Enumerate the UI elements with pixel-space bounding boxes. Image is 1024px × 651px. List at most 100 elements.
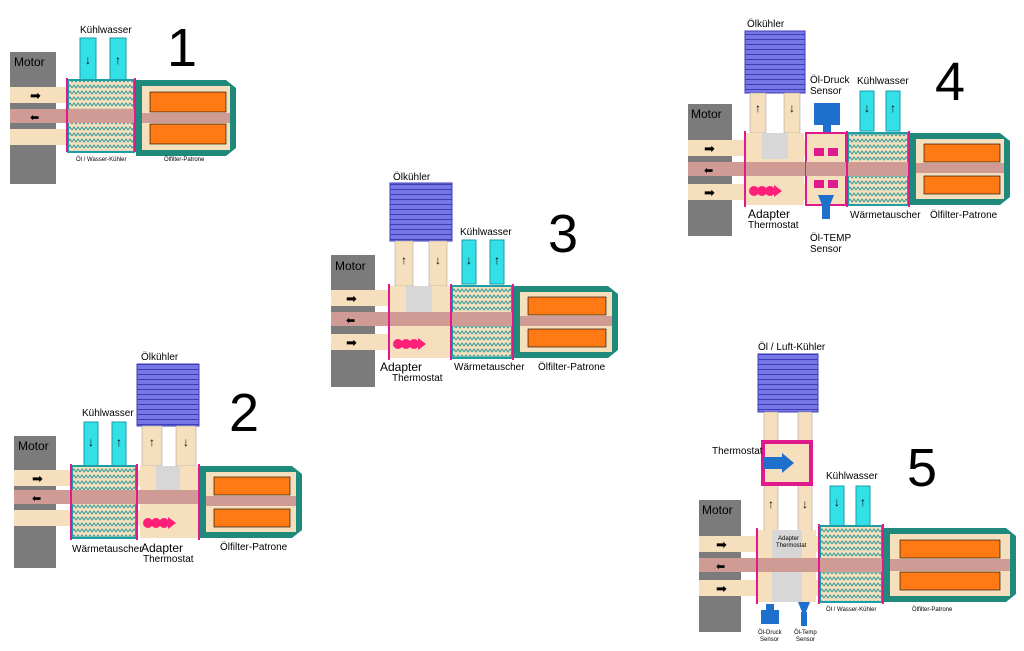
sensor-adapter bbox=[805, 132, 847, 206]
sensor-icon bbox=[798, 602, 810, 612]
thermostat-label: Thermostat bbox=[143, 554, 194, 565]
coolant-pipes: ↓ ↑ Kühlwasser bbox=[460, 227, 512, 285]
diagram-2: 2 Motor ↓ ↑ Kühlwasser ↑ ↓ Ölkühler ➡ ⬅ bbox=[14, 351, 302, 568]
thermostat-icon bbox=[143, 517, 176, 529]
coolant-pipes: ↓ ↑ Kühlwasser bbox=[82, 408, 134, 467]
diagram-number: 5 bbox=[907, 438, 937, 498]
diagram-1: 1 Motor ↓ ↑ Kühlwasser ➡ ⬅ Öl / Wasser-K… bbox=[10, 18, 236, 184]
arrow-icon: ➡ bbox=[346, 335, 357, 350]
diagram-number: 1 bbox=[167, 18, 197, 78]
cooler-label: Ölkühler bbox=[747, 18, 785, 30]
temp-sensor-label: Öl-Temp bbox=[794, 629, 817, 636]
filter-label: Ölfilter-Patrone bbox=[930, 209, 998, 221]
arrow-icon: ↑ bbox=[860, 495, 866, 509]
thermostat-label: Thermostat bbox=[748, 220, 799, 231]
motor-label: Motor bbox=[335, 259, 366, 273]
adapter: Adapter Thermostat bbox=[140, 464, 200, 565]
coolant-label: Kühlwasser bbox=[80, 25, 132, 36]
adapter: Adapter Thermostat bbox=[744, 131, 804, 231]
exchanger-label: Wärmetauscher bbox=[850, 210, 921, 221]
filter-label: Ölfilter-Patrone bbox=[912, 606, 953, 613]
filter-label: Ölfilter-Patrone bbox=[538, 361, 606, 373]
oil-filter: Ölfilter-Patrone bbox=[136, 80, 236, 163]
temp-sensor-label-2: Sensor bbox=[810, 244, 842, 255]
exchanger-label: Wärmetauscher bbox=[454, 362, 525, 373]
arrow-icon: ➡ bbox=[716, 537, 727, 552]
coolant-pipes: ↓ ↑ Kühlwasser bbox=[826, 471, 878, 527]
pressure-sensor-label: Öl-Druck bbox=[758, 629, 783, 636]
oil-cooler: ↑ ↓ Ölkühler bbox=[744, 18, 806, 134]
diagram-number: 2 bbox=[229, 383, 259, 443]
arrow-icon: ↑ bbox=[401, 253, 407, 267]
arrow-icon: ↑ bbox=[116, 435, 122, 449]
arrow-icon: ⬅ bbox=[716, 561, 725, 573]
diagram-5: 5 Motor Öl / Luft-Kühler Thermostat ↑ ↓ … bbox=[699, 341, 1016, 643]
arrow-icon: ⬅ bbox=[346, 315, 355, 327]
adapter-label: Adapter bbox=[748, 207, 790, 221]
arrow-icon: ➡ bbox=[704, 141, 715, 156]
arrow-icon: ➡ bbox=[704, 185, 715, 200]
heat-exchanger: Wärmetauscher bbox=[70, 464, 143, 555]
arrow-icon: ➡ bbox=[346, 291, 357, 306]
oil-filter: Ölfilter-Patrone bbox=[884, 528, 1016, 613]
arrow-icon: ↓ bbox=[85, 53, 91, 67]
thermostat-icon bbox=[764, 453, 794, 473]
arrow-icon: ↓ bbox=[183, 435, 189, 449]
diagram-4: 4 Motor ↑ ↓ Ölkühler Öl-Druck Sensor ↓ ↑… bbox=[688, 18, 1010, 255]
adapter: Adapter Thermostat bbox=[380, 284, 450, 384]
arrow-icon: ➡ bbox=[716, 581, 727, 596]
cooler-label: Ölkühler bbox=[393, 171, 431, 183]
temp-sensor-label: Öl-TEMP bbox=[810, 232, 851, 244]
heat-exchanger: Wärmetauscher bbox=[846, 131, 921, 221]
oil-filter: Ölfilter-Patrone bbox=[910, 133, 1010, 221]
arrow-icon: ↓ bbox=[834, 495, 840, 509]
temp-sensor: Öl-Temp Sensor bbox=[794, 602, 817, 643]
motor-label: Motor bbox=[14, 55, 45, 69]
heat-exchanger: Öl / Wasser-Kühler bbox=[66, 78, 136, 163]
arrow-icon: ↓ bbox=[789, 101, 795, 115]
arrow-icon: ↓ bbox=[864, 101, 870, 115]
pressure-sensor: Öl-Druck Sensor bbox=[758, 604, 783, 643]
exchanger-label: Öl / Wasser-Kühler bbox=[76, 156, 126, 163]
arrow-icon: ➡ bbox=[32, 471, 43, 486]
sensor-icon bbox=[761, 610, 779, 624]
arrow-icon: ⬅ bbox=[704, 165, 713, 177]
filter-label: Ölfilter-Patrone bbox=[164, 156, 205, 163]
oil-filter: Ölfilter-Patrone bbox=[514, 286, 618, 373]
temp-sensor: Öl-TEMP Sensor bbox=[810, 195, 851, 255]
coolant-pipes: ↓ ↑ Kühlwasser bbox=[79, 25, 132, 83]
arrow-icon: ↑ bbox=[768, 497, 774, 511]
diagram-number: 4 bbox=[935, 52, 965, 112]
cooler-label: Öl / Luft-Kühler bbox=[758, 341, 826, 353]
pressure-sensor-label: Öl-Druck bbox=[810, 74, 850, 86]
diagram-3: 3 Motor ↓ ↑ Kühlwasser ↑ ↓ Ölkühler ➡ ⬅ … bbox=[331, 171, 618, 387]
coolant-pipes: ↓ ↑ Kühlwasser bbox=[857, 76, 909, 132]
arrow-icon: ↑ bbox=[890, 101, 896, 115]
arrow-icon: ↑ bbox=[494, 253, 500, 267]
thermostat-housing: Thermostat ↑ ↓ bbox=[712, 440, 813, 511]
adapter-label: Adapter bbox=[778, 536, 799, 542]
motor-label: Motor bbox=[702, 503, 733, 517]
oil-cooler: ↑ ↓ Ölkühler bbox=[389, 171, 453, 287]
adapter: Adapter Thermostat bbox=[756, 528, 816, 604]
pressure-sensor-label-2: Sensor bbox=[760, 637, 779, 643]
exchanger-label: Wärmetauscher bbox=[72, 544, 143, 555]
arrow-icon: ↓ bbox=[435, 253, 441, 267]
coolant-label: Kühlwasser bbox=[82, 408, 134, 419]
coolant-label: Kühlwasser bbox=[826, 471, 878, 482]
oil-cooler: ↑ ↓ Ölkühler bbox=[136, 351, 200, 467]
motor-label: Motor bbox=[691, 107, 722, 121]
thermostat-icon bbox=[393, 338, 426, 350]
adapter-thermostat-label: Thermostat bbox=[776, 543, 807, 549]
coolant-label: Kühlwasser bbox=[857, 76, 909, 87]
sensor-icon bbox=[822, 205, 830, 219]
thermostat-icon bbox=[749, 185, 782, 197]
exchanger-label: Öl / Wasser-Kühler bbox=[826, 606, 876, 613]
oil-filter: Ölfilter-Patrone bbox=[200, 466, 302, 553]
temp-sensor-label-2: Sensor bbox=[796, 637, 815, 643]
adapter-label: Adapter bbox=[380, 360, 422, 374]
sensor-icon bbox=[814, 103, 840, 125]
cooler-label: Ölkühler bbox=[141, 351, 179, 363]
heat-exchanger: Wärmetauscher bbox=[450, 284, 525, 373]
